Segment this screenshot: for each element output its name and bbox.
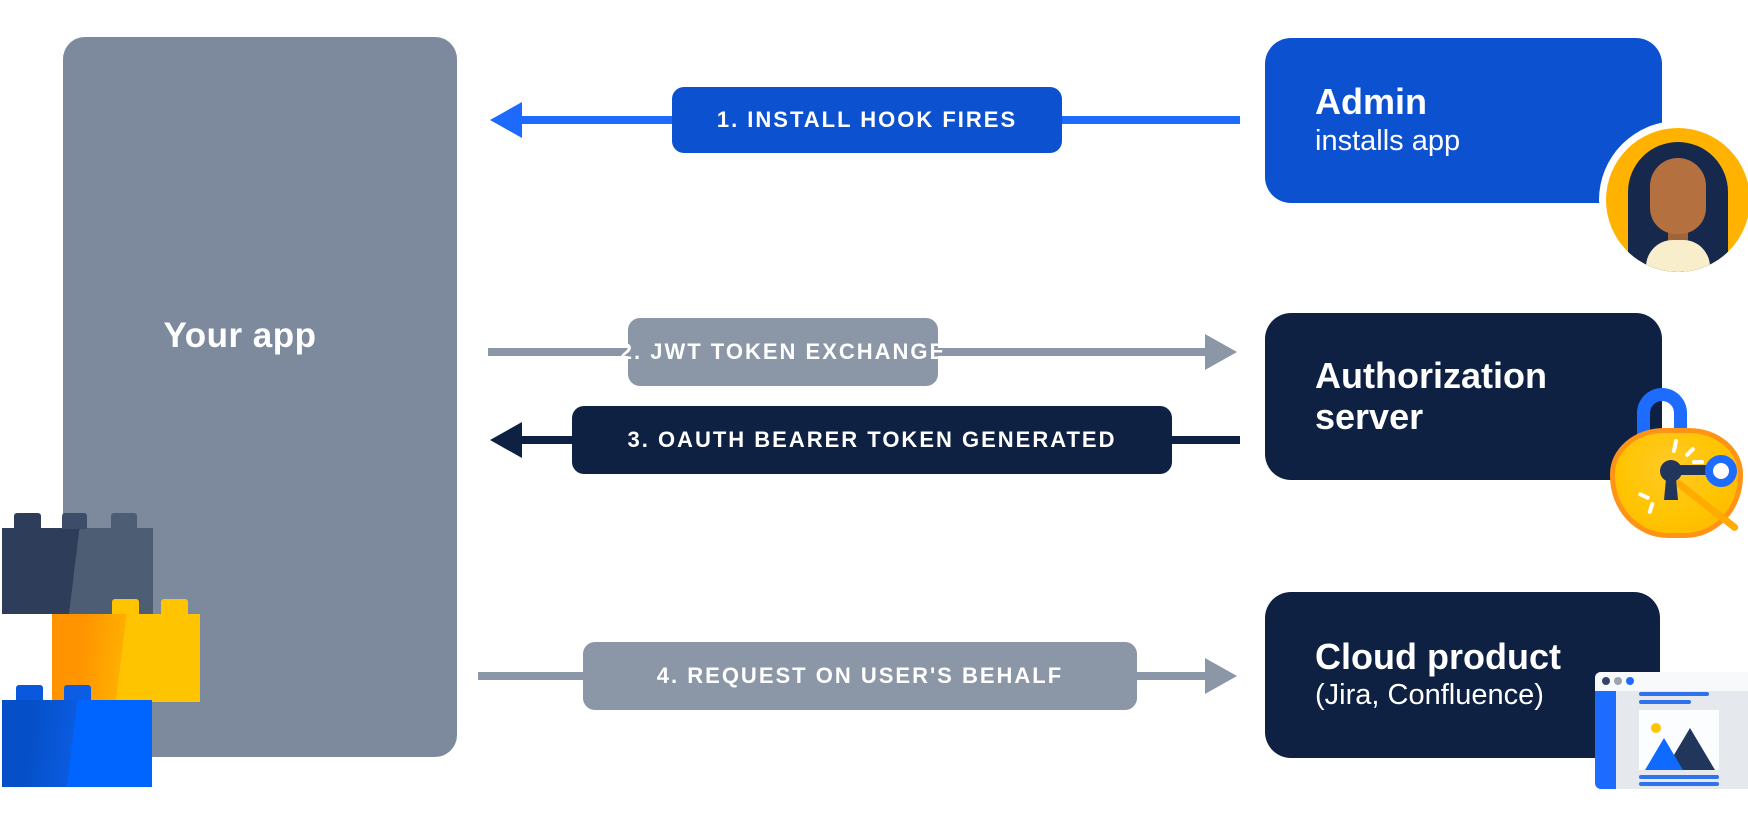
- lego-brick-blue: [2, 700, 152, 787]
- browser-dot: [1626, 677, 1634, 685]
- arrow-2-label: 2. JWT TOKEN EXCHANGE: [620, 318, 944, 386]
- browser-window-icon: [1595, 672, 1748, 789]
- authorization-server-node-box: Authorization server: [1265, 313, 1662, 480]
- person-avatar-icon: [1606, 128, 1748, 272]
- browser-sidebar: [1595, 691, 1616, 789]
- image-sun: [1651, 723, 1661, 733]
- admin-node-title: Admin: [1315, 81, 1427, 123]
- browser-image-placeholder: [1639, 710, 1719, 770]
- admin-node-box: Admin installs app: [1265, 38, 1662, 203]
- lock-shackle: [1637, 388, 1687, 440]
- browser-text-line: [1639, 775, 1719, 779]
- key-ring: [1705, 455, 1737, 487]
- cloud-product-node-title: Cloud product: [1315, 635, 1561, 677]
- avatar-face: [1650, 158, 1706, 234]
- your-app-label: Your app: [163, 316, 317, 355]
- lock-and-key-icon: [1604, 386, 1748, 542]
- browser-dot: [1614, 677, 1622, 685]
- arrow-2-right-arrowhead-icon: [1205, 334, 1237, 370]
- key-stem: [1670, 465, 1720, 475]
- lego-stud: [14, 513, 41, 529]
- authorization-server-node-title: Authorization server: [1315, 355, 1547, 437]
- avatar-collar: [1646, 240, 1710, 272]
- arrow-3-label: 3. OAUTH BEARER TOKEN GENERATED: [572, 406, 1172, 474]
- browser-text-line: [1639, 782, 1719, 786]
- sparkle: [1692, 460, 1704, 464]
- cloud-product-node-subtitle: (Jira, Confluence): [1315, 679, 1544, 712]
- browser-dot: [1602, 677, 1610, 685]
- lego-stud: [62, 513, 87, 529]
- admin-node-subtitle: installs app: [1315, 124, 1461, 157]
- keyhole: [1660, 460, 1682, 482]
- arrow-3-left-arrowhead-icon: [490, 422, 522, 458]
- lego-stud: [161, 599, 188, 615]
- keyhole-stem: [1664, 478, 1678, 500]
- lego-stud: [16, 685, 43, 701]
- lego-stud: [64, 685, 91, 701]
- cloud-product-node-box: Cloud product (Jira, Confluence): [1265, 592, 1660, 758]
- arrow-1-label: 1. INSTALL HOOK FIRES: [672, 87, 1062, 153]
- browser-titlebar: [1595, 672, 1748, 691]
- lego-stud: [112, 599, 139, 615]
- browser-text-line: [1639, 700, 1691, 704]
- arrow-4-label: 4. REQUEST ON USER'S BEHALF: [583, 642, 1137, 710]
- arrow-1-left-arrowhead-icon: [490, 102, 522, 138]
- lego-stud: [111, 513, 137, 529]
- browser-text-line: [1639, 692, 1709, 696]
- arrow-4-right-arrowhead-icon: [1205, 658, 1237, 694]
